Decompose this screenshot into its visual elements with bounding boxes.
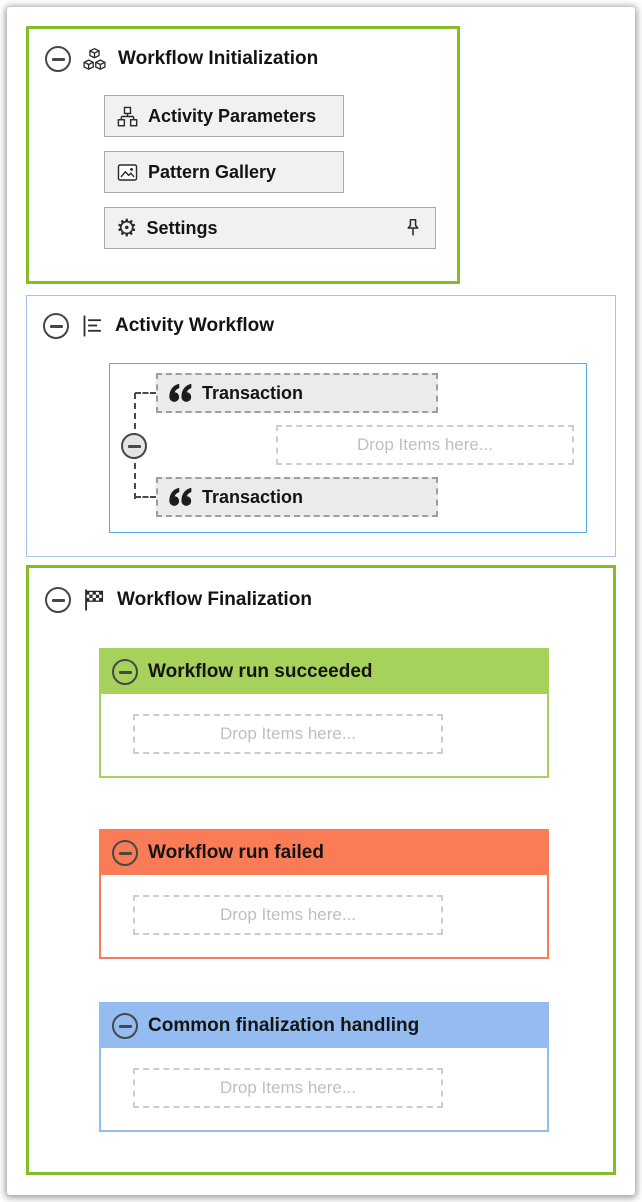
collapse-button[interactable] xyxy=(121,433,147,459)
group-title: Workflow Finalization xyxy=(117,589,312,610)
gear-icon: ⚙ xyxy=(116,214,138,242)
minus-icon xyxy=(51,598,65,602)
group-header: Activity Workflow xyxy=(43,312,274,340)
group-title: Workflow Initialization xyxy=(118,48,319,69)
minus-icon xyxy=(51,57,65,61)
workflow-finalization-group[interactable]: Workflow Finalization Workflow run succe… xyxy=(26,565,616,1175)
drop-items-zone[interactable]: Drop Items here... xyxy=(276,425,574,465)
block-body: Drop Items here... xyxy=(101,694,547,776)
settings-button[interactable]: ⚙ Settings xyxy=(104,207,436,249)
modules-icon xyxy=(82,47,107,72)
collapse-button[interactable] xyxy=(112,840,138,866)
image-icon xyxy=(116,161,139,184)
block-title: Common finalization handling xyxy=(148,1015,420,1036)
block-header: Workflow run failed xyxy=(101,831,547,875)
block-title: Workflow run failed xyxy=(148,842,324,863)
collapse-button[interactable] xyxy=(45,587,71,613)
transaction-activity[interactable]: Transaction xyxy=(156,373,438,413)
collapse-button[interactable] xyxy=(45,46,71,72)
connector-line xyxy=(135,392,156,394)
pin-icon[interactable] xyxy=(402,217,424,239)
block-header: Common finalization handling xyxy=(101,1004,547,1048)
block-body: Drop Items here... xyxy=(101,875,547,957)
workflow-run-succeeded-block[interactable]: Workflow run succeeded Drop Items here..… xyxy=(99,648,549,778)
common-finalization-handling-block[interactable]: Common finalization handling Drop Items … xyxy=(99,1002,549,1132)
group-header: Workflow Initialization xyxy=(45,45,318,73)
transaction-label: Transaction xyxy=(202,382,304,403)
drop-placeholder-text: Drop Items here... xyxy=(219,724,357,743)
drop-items-zone[interactable]: Drop Items here... xyxy=(133,1068,443,1108)
quotes-icon xyxy=(168,382,193,404)
group-title: Activity Workflow xyxy=(115,315,275,336)
group-header: Workflow Finalization xyxy=(45,586,312,614)
drop-items-zone[interactable]: Drop Items here... xyxy=(133,714,443,754)
drop-items-zone[interactable]: Drop Items here... xyxy=(133,895,443,935)
minus-icon xyxy=(118,851,132,855)
collapse-button[interactable] xyxy=(43,313,69,339)
minus-icon xyxy=(118,670,132,674)
checkered-flag-icon xyxy=(82,588,106,612)
workflow-designer-canvas: Workflow Initialization Activity Paramet… xyxy=(7,7,635,1195)
activity-canvas[interactable]: Transaction Drop Items here... xyxy=(109,363,587,533)
connector-line xyxy=(135,496,156,498)
drop-placeholder-text: Drop Items here... xyxy=(356,435,494,454)
minus-icon xyxy=(118,1024,132,1028)
pattern-gallery-button[interactable]: Pattern Gallery xyxy=(104,151,344,193)
transaction-label: Transaction xyxy=(202,486,304,507)
block-body: Drop Items here... xyxy=(101,1048,547,1130)
activity-workflow-group[interactable]: Activity Workflow Tran xyxy=(26,295,616,557)
button-label: Settings xyxy=(146,217,218,238)
quotes-icon xyxy=(168,486,193,508)
collapse-button[interactable] xyxy=(112,659,138,685)
transaction-activity[interactable]: Transaction xyxy=(156,477,438,517)
block-header: Workflow run succeeded xyxy=(101,650,547,694)
activity-parameters-button[interactable]: Activity Parameters xyxy=(104,95,344,137)
collapse-button[interactable] xyxy=(112,1013,138,1039)
workflow-initialization-group[interactable]: Workflow Initialization Activity Paramet… xyxy=(26,26,460,284)
drop-placeholder-text: Drop Items here... xyxy=(219,905,357,924)
flow-nodes-icon xyxy=(116,105,139,128)
minus-icon xyxy=(49,324,63,328)
outline-list-icon xyxy=(80,314,104,338)
workflow-run-failed-block[interactable]: Workflow run failed Drop Items here... xyxy=(99,829,549,959)
button-label: Pattern Gallery xyxy=(148,161,277,182)
minus-icon xyxy=(127,444,141,448)
button-label: Activity Parameters xyxy=(148,105,317,126)
drop-placeholder-text: Drop Items here... xyxy=(219,1078,357,1097)
block-title: Workflow run succeeded xyxy=(148,661,373,682)
